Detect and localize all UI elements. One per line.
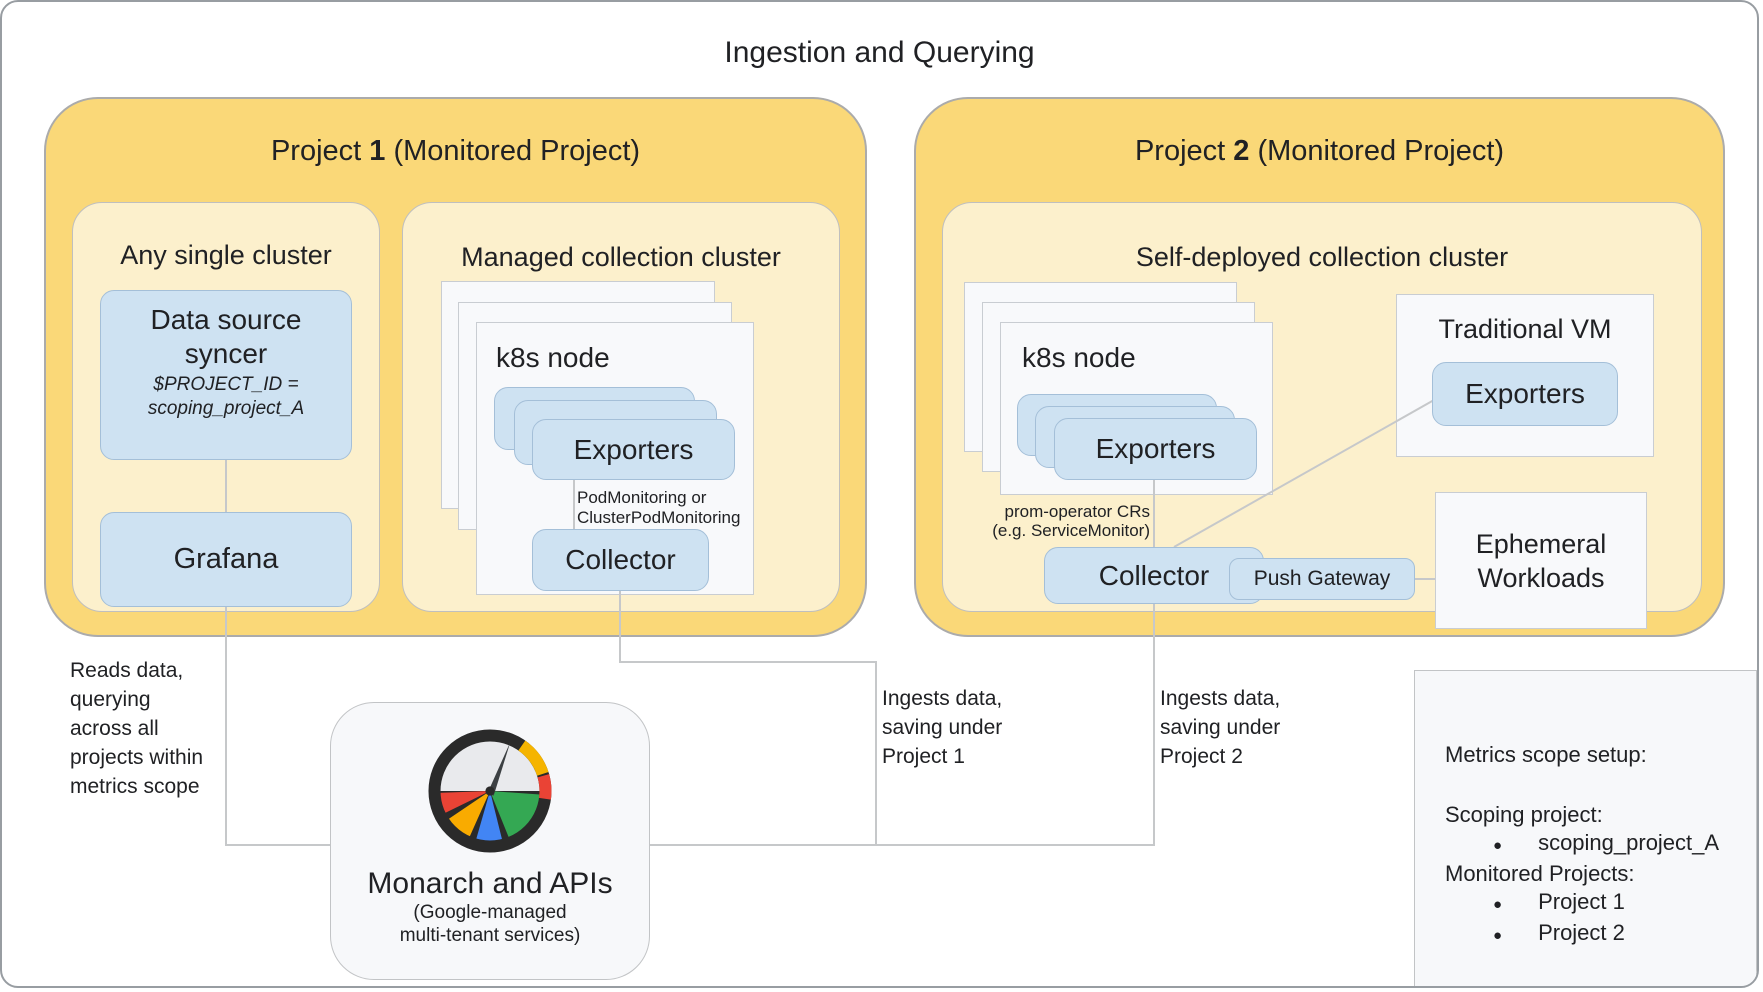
exporters-box-vm: Exporters	[1432, 362, 1618, 426]
ingest2-line2: saving under	[1160, 716, 1281, 739]
scoping-project-item: ● scoping_project_A	[1445, 829, 1746, 860]
prom-operator-note-line2: (e.g. ServiceMonitor)	[992, 521, 1150, 540]
bullet-icon: ●	[1493, 896, 1503, 913]
k8s-node-label-p2: k8s node	[1022, 342, 1136, 373]
k8s-node-label-p1: k8s node	[496, 342, 610, 373]
collector-box-p1: Collector	[532, 529, 709, 591]
ingest-note-p1: Ingests data, saving under Project 1	[882, 684, 1047, 771]
push-gateway-box: Push Gateway	[1229, 558, 1415, 600]
exporters-box-p2: Exporters	[1054, 418, 1257, 480]
syncer-sub-line1: $PROJECT_ID =	[153, 374, 299, 395]
ingest-note-p2: Ingests data, saving under Project 2	[1160, 684, 1325, 771]
reads-line2: querying	[70, 688, 151, 711]
ephemeral-workloads-line2: Workloads	[1477, 562, 1605, 593]
ingest2-line3: Project 2	[1160, 745, 1243, 768]
project2-label-suffix: (Monitored Project)	[1249, 135, 1505, 167]
monitored-project-item-2: ● Project 2	[1445, 919, 1746, 950]
project1-label-prefix: Project	[270, 135, 370, 167]
podmonitoring-note-line1: PodMonitoring or	[577, 488, 707, 507]
scoping-project-label: Scoping project:	[1445, 802, 1603, 827]
monarch-title: Monarch and APIs	[367, 867, 613, 900]
ephemeral-workloads-box: Ephemeral Workloads	[1435, 492, 1647, 629]
project1-label-suffix: (Monitored Project)	[385, 135, 641, 167]
syncer-title-line2: syncer	[184, 338, 268, 369]
ingest1-line3: Project 1	[882, 745, 965, 768]
project2-label-number: 2	[1233, 135, 1250, 167]
monitoring-gauge-icon	[428, 729, 552, 853]
syncer-title-line1: Data source	[150, 304, 302, 335]
self-deployed-cluster-label: Self-deployed collection cluster	[1135, 242, 1509, 272]
monitored-project-value-1: Project 1	[1538, 889, 1625, 914]
project1-label-number: 1	[369, 135, 386, 167]
prom-operator-note-line1: prom-operator CRs	[1004, 502, 1151, 521]
ingest1-line2: saving under	[882, 716, 1003, 739]
project2-label-prefix: Project	[1134, 135, 1234, 167]
podmonitoring-note: PodMonitoring or ClusterPodMonitoring	[577, 488, 762, 528]
page-title: Ingestion and Querying	[724, 36, 1035, 69]
metrics-scope-panel: Metrics scope setup: Scoping project: ● s…	[1414, 670, 1757, 986]
ingest1-line1: Ingests data,	[882, 687, 1003, 710]
reads-line3: across all	[70, 717, 159, 740]
exporters-box-p1: Exporters	[532, 419, 735, 480]
reads-line5: metrics scope	[70, 775, 200, 798]
reads-data-note: Reads data, querying across all projects…	[70, 656, 255, 801]
monarch-subtitle2: multi-tenant services)	[399, 925, 581, 946]
any-single-cluster-label: Any single cluster	[120, 240, 332, 270]
bullet-icon: ●	[1493, 927, 1503, 944]
monitored-project-value-2: Project 2	[1538, 920, 1625, 945]
scoping-project-value: scoping_project_A	[1538, 830, 1720, 855]
data-source-syncer-box: Data source syncer $PROJECT_ID = scoping…	[100, 290, 352, 460]
bullet-icon: ●	[1493, 837, 1503, 854]
monarch-box: Monarch and APIs (Google-managed multi-t…	[330, 702, 650, 980]
syncer-sub-line2: scoping_project_A	[147, 398, 305, 419]
traditional-vm-label: Traditional VM	[1438, 314, 1612, 344]
ephemeral-workloads-line1: Ephemeral	[1475, 528, 1607, 559]
monitored-project-item-1: ● Project 1	[1445, 888, 1746, 919]
reads-line4: projects within	[70, 746, 204, 769]
project2-label: Project 2 (Monitored Project)	[914, 135, 1725, 168]
managed-cluster-label: Managed collection cluster	[461, 242, 781, 272]
ingest2-line1: Ingests data,	[1160, 687, 1281, 710]
prom-operator-note: prom-operator CRs (e.g. ServiceMonitor)	[960, 502, 1150, 540]
podmonitoring-note-line2: ClusterPodMonitoring	[577, 508, 741, 527]
grafana-box: Grafana	[100, 512, 352, 607]
reads-line1: Reads data,	[70, 659, 184, 682]
metrics-scope-title: Metrics scope setup:	[1445, 742, 1647, 767]
monitored-projects-label: Monitored Projects:	[1445, 861, 1635, 886]
project1-label: Project 1 (Monitored Project)	[44, 135, 867, 168]
monarch-subtitle1: (Google-managed	[413, 902, 567, 923]
